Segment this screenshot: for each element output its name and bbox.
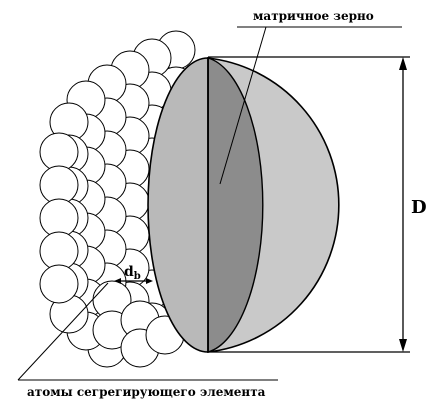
segregating-atoms-label: атомы сегрегирующего элемента: [27, 385, 266, 399]
matrix-grain-label: матричное зерно: [253, 9, 374, 23]
atom: [40, 166, 78, 204]
atom: [40, 133, 78, 171]
atom: [40, 232, 78, 270]
atom: [40, 199, 78, 237]
arrow-up-icon: [399, 57, 407, 70]
diameter-label: D: [411, 197, 426, 218]
arrow-down-icon: [399, 339, 407, 352]
atom: [40, 265, 78, 303]
matrix-grain: [148, 58, 339, 352]
